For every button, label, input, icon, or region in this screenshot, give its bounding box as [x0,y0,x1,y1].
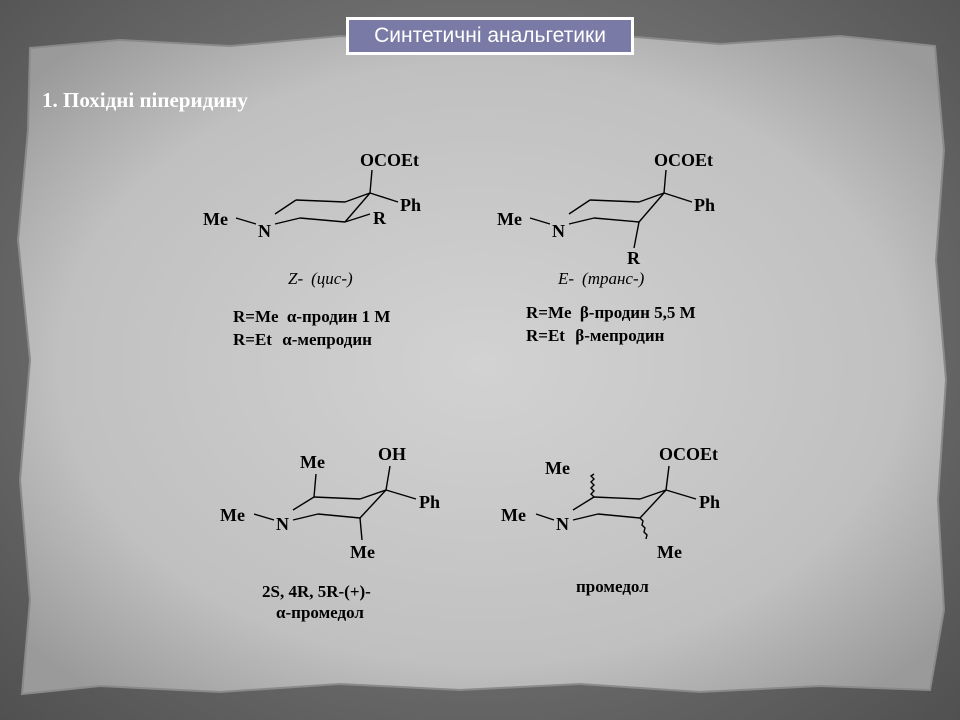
p-n-label: N [556,514,569,534]
ap-ring-bonds [253,465,417,541]
ap-me-n-label: Me [220,505,245,525]
ap-caption1: 2S, 4R, 5R-(+)- [262,582,371,601]
z-n-label: N [258,221,271,241]
z-ph-label: Ph [400,195,421,215]
e-isomer-label: E- (транс-) [557,269,645,288]
p-ocoet-label: OCOEt [659,444,718,464]
slide-title: Синтетичні анальгетики [349,20,631,52]
z-line2: R=Et α-мепродин [233,330,372,349]
z-ring-bonds [235,169,399,225]
z-r-label: R [373,208,387,228]
p-ph-label: Ph [699,492,720,512]
e-r-label: R [627,248,641,268]
structure-promedol: Me OCOEt Ph N Me Me промедол [501,444,720,596]
ap-oh-label: OH [378,444,406,464]
e-ph-label: Ph [694,195,715,215]
section-heading: 1. Похідні піперидину [42,88,248,112]
ap-caption2: α-промедол [276,603,364,622]
p-me-n-label: Me [501,505,526,525]
ap-me-top-label: Me [300,452,325,472]
structure-e-trans: OCOEt Ph R N Me E- (транс-) R=Me β-проди… [497,150,715,345]
slide-title-box: Синтетичні анальгетики [346,17,634,55]
ap-ph-label: Ph [419,492,440,512]
structure-z-cis: OCOEt Ph R N Me Z- (цис-) R=Me α-продин … [203,150,421,349]
z-me-label: Me [203,209,228,229]
ap-n-label: N [276,514,289,534]
e-ring-bonds [529,169,693,249]
z-ocoet-label: OCOEt [360,150,419,170]
p-ring-bonds [535,465,697,540]
e-line1: R=Me β-продин 5,5 М [526,303,696,322]
p-me-top-label: Me [545,458,570,478]
z-line1: R=Me α-продин 1 М [233,307,390,326]
p-caption: промедол [576,577,649,596]
structure-alpha-promedol: Me OH Ph N Me Me 2S, 4R, 5R-(+)- α-проме… [220,444,440,622]
e-me-label: Me [497,209,522,229]
ap-me-bottom-label: Me [350,542,375,562]
e-line2: R=Et β-мепродин [526,326,665,345]
p-me-bottom-label: Me [657,542,682,562]
e-n-label: N [552,221,565,241]
z-isomer-label: Z- (цис-) [288,269,353,288]
e-ocoet-label: OCOEt [654,150,713,170]
